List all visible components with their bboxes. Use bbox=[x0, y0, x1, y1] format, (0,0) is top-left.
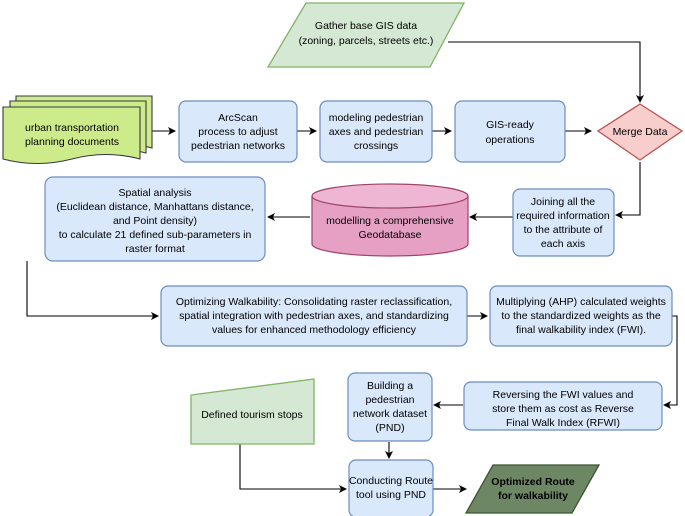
arcscan-line-1: ArcScan bbox=[218, 112, 258, 124]
edge-merge-to-joining bbox=[615, 162, 641, 219]
edge-gisdata-to-merge bbox=[448, 41, 644, 103]
document-stack-front bbox=[2, 106, 141, 164]
node-optimized: Optimized Route for walkability bbox=[464, 464, 601, 514]
process-box bbox=[454, 100, 566, 163]
spatial-line-1: Spatial analysis bbox=[119, 187, 192, 199]
optimized-line-2: for walkability bbox=[498, 490, 568, 502]
gis-ready-line-1: GIS-ready bbox=[486, 119, 535, 131]
tourism-label: Defined tourism stops bbox=[201, 409, 303, 421]
node-building: Building a pedestrian network dataset (P… bbox=[347, 372, 433, 442]
geodatabase-line-2: Geodatabase bbox=[358, 229, 421, 241]
node-arcscan: ArcScan process to adjust pedestrian net… bbox=[178, 100, 298, 163]
urban-docs-line-1: urban transportation bbox=[25, 122, 119, 134]
multiplying-line-2: to the standardized weights as the bbox=[501, 310, 661, 322]
reversing-line-1: Reversing the FWI values and bbox=[493, 389, 634, 401]
gis-data-line-2: (zoning, parcels, streets etc.) bbox=[299, 35, 434, 47]
optimizing-line-1: Optimizing Walkability: Consolidating ra… bbox=[176, 296, 452, 308]
node-spatial: Spatial analysis (Euclidean distance, Ma… bbox=[44, 176, 266, 262]
gis-ready-line-2: operations bbox=[485, 134, 534, 146]
modeling-line-1: modeling pedestrian bbox=[329, 112, 424, 124]
optimized-line-1: Optimized Route bbox=[491, 476, 575, 488]
multiplying-line-3: final walkability index (FWI). bbox=[516, 324, 646, 336]
joining-line-1: Joining all the bbox=[531, 196, 595, 208]
gis-data-line-1: Gather base GIS data bbox=[315, 20, 417, 32]
building-line-3: network dataset bbox=[353, 408, 427, 420]
node-gis-ready: GIS-ready operations bbox=[454, 100, 566, 163]
spatial-line-5: raster format bbox=[125, 243, 185, 255]
process-box bbox=[463, 381, 663, 431]
node-urban-docs: urban transportation planning documents bbox=[2, 95, 153, 164]
decision-diamond bbox=[596, 103, 684, 161]
output-parallelogram bbox=[464, 464, 601, 514]
node-tourism: Defined tourism stops bbox=[190, 378, 315, 445]
arcscan-line-3: pedestrian networks bbox=[191, 140, 285, 152]
arcscan-line-2: process to adjust bbox=[198, 126, 277, 138]
cylinder-top bbox=[311, 183, 469, 209]
reversing-line-3: Final Walk Index (RFWI) bbox=[506, 417, 620, 429]
edge-spatial-to-optimizing bbox=[26, 261, 159, 320]
node-geodatabase: modelling a comprehensive Geodatabase bbox=[311, 183, 469, 257]
modeling-line-2: axes and pedestrian bbox=[329, 126, 424, 138]
node-optimizing: Optimizing Walkability: Consolidating ra… bbox=[160, 285, 468, 347]
building-line-1: Building a bbox=[367, 380, 413, 392]
spatial-line-2: (Euclidean distance, Manhattans distance… bbox=[56, 201, 253, 213]
process-box bbox=[489, 285, 673, 347]
node-merge: Merge Data bbox=[596, 103, 684, 161]
node-gis-data: Gather base GIS data (zoning, parcels, s… bbox=[266, 2, 466, 68]
multiplying-line-1: Multiplying (AHP) calculated weights bbox=[496, 296, 666, 308]
reversing-line-2: store them as cost as Reverse bbox=[492, 403, 634, 415]
node-modeling: modeling pedestrian axes and pedestrian … bbox=[319, 100, 433, 163]
building-line-2: pedestrian bbox=[365, 394, 414, 406]
connectors bbox=[26, 41, 678, 493]
spatial-line-3: and Point density) bbox=[113, 215, 197, 227]
joining-line-3: to the attribute of bbox=[524, 224, 603, 236]
process-box bbox=[347, 372, 433, 442]
node-joining: Joining all the required information to … bbox=[512, 188, 615, 257]
optimizing-line-3: values for enhanced methodology efficien… bbox=[212, 324, 417, 336]
conducting-line-2: tool using PND bbox=[356, 489, 426, 501]
modeling-line-3: crossings bbox=[354, 140, 398, 152]
node-multiplying: Multiplying (AHP) calculated weights to … bbox=[489, 285, 673, 347]
edge-tourism-to-conducting bbox=[239, 444, 347, 493]
geodatabase-line-1: modelling a comprehensive bbox=[326, 215, 454, 227]
merge-label: Merge Data bbox=[613, 126, 668, 138]
process-box bbox=[512, 188, 615, 257]
process-box bbox=[178, 100, 298, 163]
node-reversing: Reversing the FWI values and store them … bbox=[463, 381, 663, 431]
manual-input-shape bbox=[190, 378, 315, 445]
joining-line-4: each axis bbox=[541, 238, 585, 250]
edge-multiplying-to-reversing bbox=[663, 315, 678, 409]
process-box bbox=[44, 176, 266, 262]
process-box bbox=[160, 285, 468, 347]
process-box bbox=[319, 100, 433, 163]
building-line-4: (PND) bbox=[375, 422, 404, 434]
process-box bbox=[348, 459, 434, 516]
conducting-line-1: Conducting Route bbox=[349, 475, 433, 487]
optimizing-line-2: spatial integration with pedestrian axes… bbox=[179, 310, 449, 322]
urban-docs-line-2: planning documents bbox=[25, 136, 119, 148]
joining-line-2: required information bbox=[516, 210, 610, 222]
parallelogram-shape bbox=[266, 2, 466, 68]
spatial-line-4: to calculate 21 defined sub-parameters i… bbox=[59, 229, 252, 241]
node-conducting: Conducting Route tool using PND bbox=[348, 459, 434, 516]
cylinder-body bbox=[311, 196, 469, 257]
